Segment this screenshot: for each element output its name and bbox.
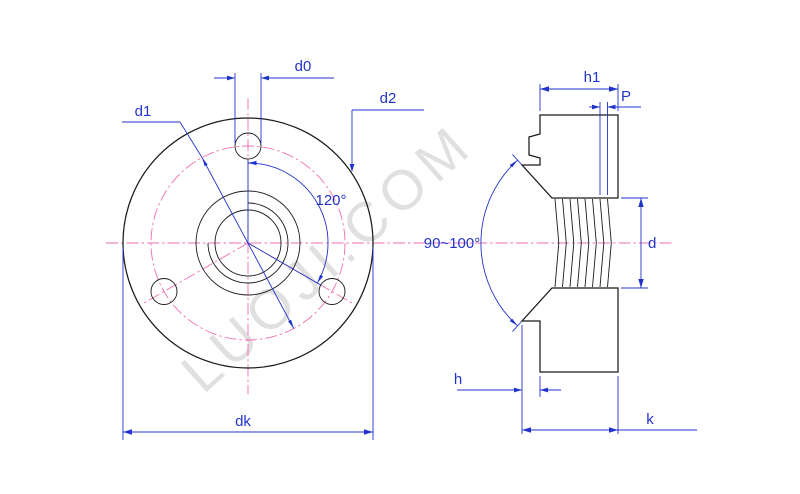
dk-label: dk (235, 413, 251, 430)
bolt-circle-centerline (150, 145, 346, 341)
p-arrow-right (607, 104, 616, 110)
centerlines (106, 98, 674, 394)
countersink-angle-arc (480, 159, 518, 327)
d-arrow-bottom (638, 279, 644, 288)
h1-arrow-right (609, 86, 618, 92)
flange-outer-circle (122, 117, 374, 369)
angle-leg-diagonal (247, 242, 321, 286)
thread-major-arc (207, 202, 289, 284)
countersink-arrow-upper (509, 160, 518, 168)
bolt-hole-lower-right (318, 278, 346, 305)
bolt-hole-top (234, 132, 262, 160)
h1-label: h1 (584, 69, 601, 86)
angle-arrow-top (248, 160, 257, 166)
countersink-extension-lower (512, 320, 523, 332)
k-arrow-left (522, 427, 531, 433)
d1-leader-line (179, 121, 203, 158)
d0-arrow-left (227, 75, 235, 81)
d1-label: d1 (135, 103, 152, 120)
internal-thread-profile (554, 198, 612, 288)
p-arrow-left (592, 104, 600, 110)
h-label: h (454, 371, 462, 388)
d1-arrow-upper (202, 157, 208, 167)
k-label: k (646, 411, 654, 428)
d0-label: d0 (295, 58, 312, 75)
p-label: P (621, 88, 631, 105)
section-lower-profile (520, 287, 619, 373)
countersink-arrow-lower (509, 318, 518, 326)
h-arrow-left (514, 387, 522, 393)
d2-arrow (349, 164, 355, 172)
dk-arrow-left (123, 429, 132, 435)
section-upper-profile (520, 114, 619, 199)
d2-label: d2 (380, 90, 397, 107)
k-arrow-right (609, 427, 618, 433)
countersink-extension-upper (512, 154, 523, 166)
d1-arrow-lower (288, 319, 294, 329)
countersink-angle-label: 90~100° (424, 235, 480, 252)
h-arrow-right (540, 387, 548, 393)
angle-label: 120° (315, 192, 346, 209)
section-view (520, 114, 619, 373)
section-view-dimensions: h1 P 90~100° d h (424, 69, 697, 434)
h1-arrow-left (540, 86, 549, 92)
dk-arrow-right (364, 429, 373, 435)
bolt-hole-lower-left (150, 278, 178, 305)
angle-arrow-bottom (317, 274, 324, 283)
d0-arrow-right (261, 75, 269, 81)
hole-radial-centerline-left (143, 242, 249, 304)
front-view (122, 117, 374, 369)
d-arrow-top (638, 198, 644, 207)
front-view-dimensions: d0 d2 d1 120° dk (122, 58, 424, 440)
angle-arc (247, 162, 329, 284)
d-label: d (648, 235, 656, 252)
